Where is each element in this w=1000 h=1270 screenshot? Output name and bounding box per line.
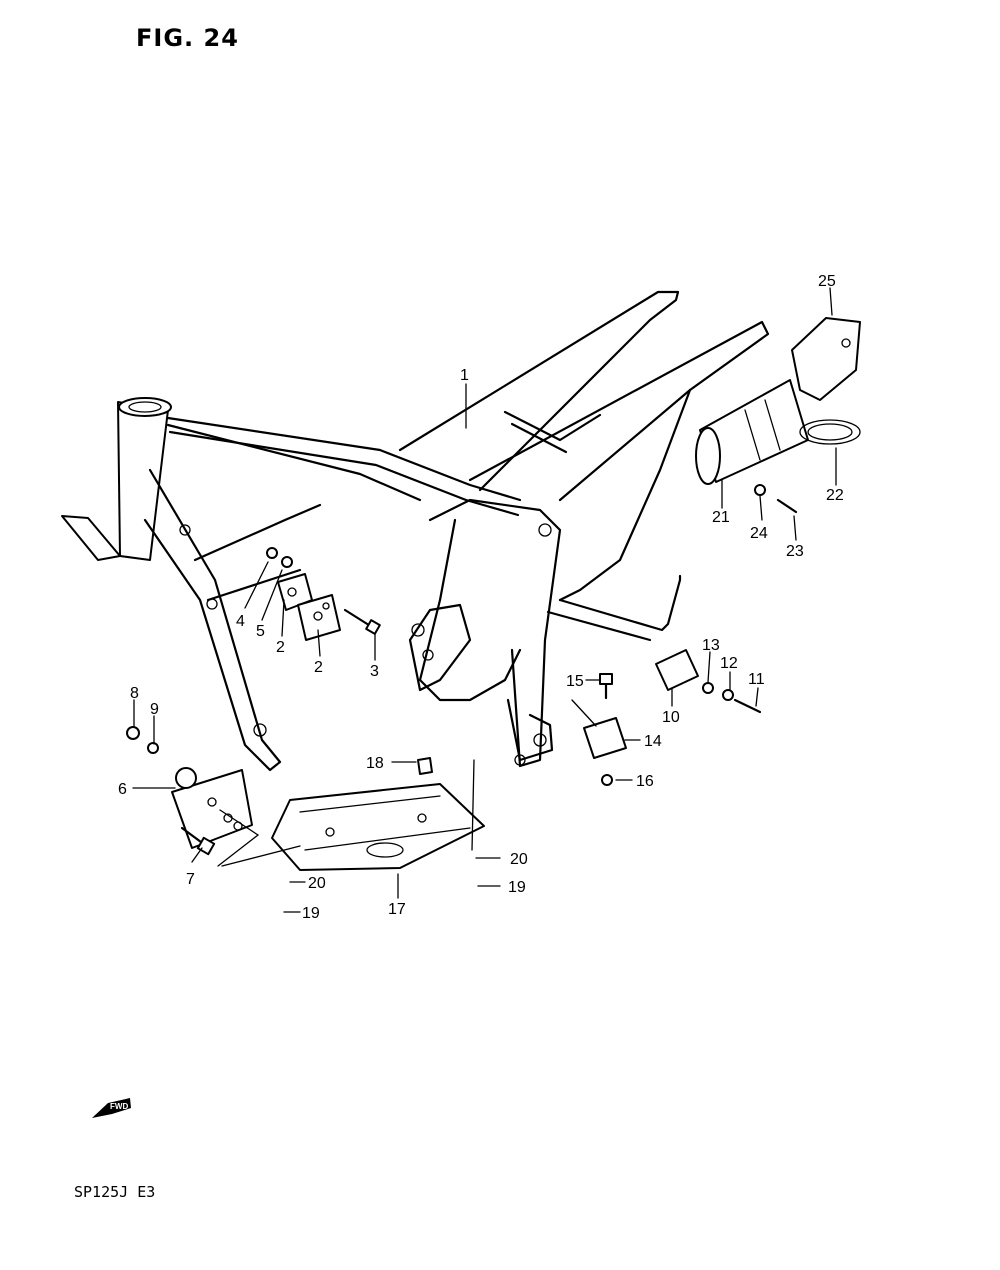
callout-10: 10 bbox=[662, 709, 680, 726]
figure-title: FIG. 24 bbox=[136, 24, 239, 52]
callout-23: 23 bbox=[786, 543, 804, 560]
under-cover bbox=[271, 757, 485, 871]
callout-20b: 20 bbox=[510, 851, 528, 868]
fwd-arrow: FWD bbox=[92, 1098, 131, 1118]
callout-22: 22 bbox=[826, 487, 844, 504]
front-engine-bracket bbox=[126, 726, 253, 856]
callout-14: 14 bbox=[644, 733, 662, 750]
callout-7: 7 bbox=[186, 871, 195, 888]
callout-24: 24 bbox=[750, 525, 768, 542]
engine-mount-plates bbox=[266, 547, 381, 641]
callout-15: 15 bbox=[566, 673, 584, 690]
callout-19a: 19 bbox=[302, 905, 320, 922]
mount-rubbers bbox=[583, 649, 762, 786]
leader-lines bbox=[132, 287, 837, 913]
callout-17: 17 bbox=[388, 901, 406, 918]
callout-21: 21 bbox=[712, 509, 730, 526]
callout-5: 5 bbox=[256, 623, 265, 640]
callout-12: 12 bbox=[720, 655, 738, 672]
callout-18: 18 bbox=[366, 755, 384, 772]
callout-2a: 2 bbox=[276, 639, 285, 656]
callout-20a: 20 bbox=[308, 875, 326, 892]
callout-9: 9 bbox=[150, 701, 159, 718]
callout-2b: 2 bbox=[314, 659, 323, 676]
callout-25: 25 bbox=[818, 273, 836, 290]
callout-6: 6 bbox=[118, 781, 127, 798]
callout-4: 4 bbox=[236, 613, 245, 630]
tool-box-assembly bbox=[695, 317, 861, 514]
model-code: SP125J E3 bbox=[74, 1183, 156, 1201]
callout-19b: 19 bbox=[508, 879, 526, 896]
frame-body bbox=[61, 290, 770, 772]
callout-1: 1 bbox=[460, 367, 469, 384]
callout-16: 16 bbox=[636, 773, 654, 790]
fwd-label: FWD bbox=[110, 1102, 128, 1111]
callout-3: 3 bbox=[370, 663, 379, 680]
callouts: 1 2 2 3 4 5 6 7 8 9 10 11 12 13 14 15 16… bbox=[118, 273, 844, 922]
callout-8: 8 bbox=[130, 685, 139, 702]
callout-11: 11 bbox=[748, 671, 765, 688]
callout-13: 13 bbox=[702, 637, 720, 654]
